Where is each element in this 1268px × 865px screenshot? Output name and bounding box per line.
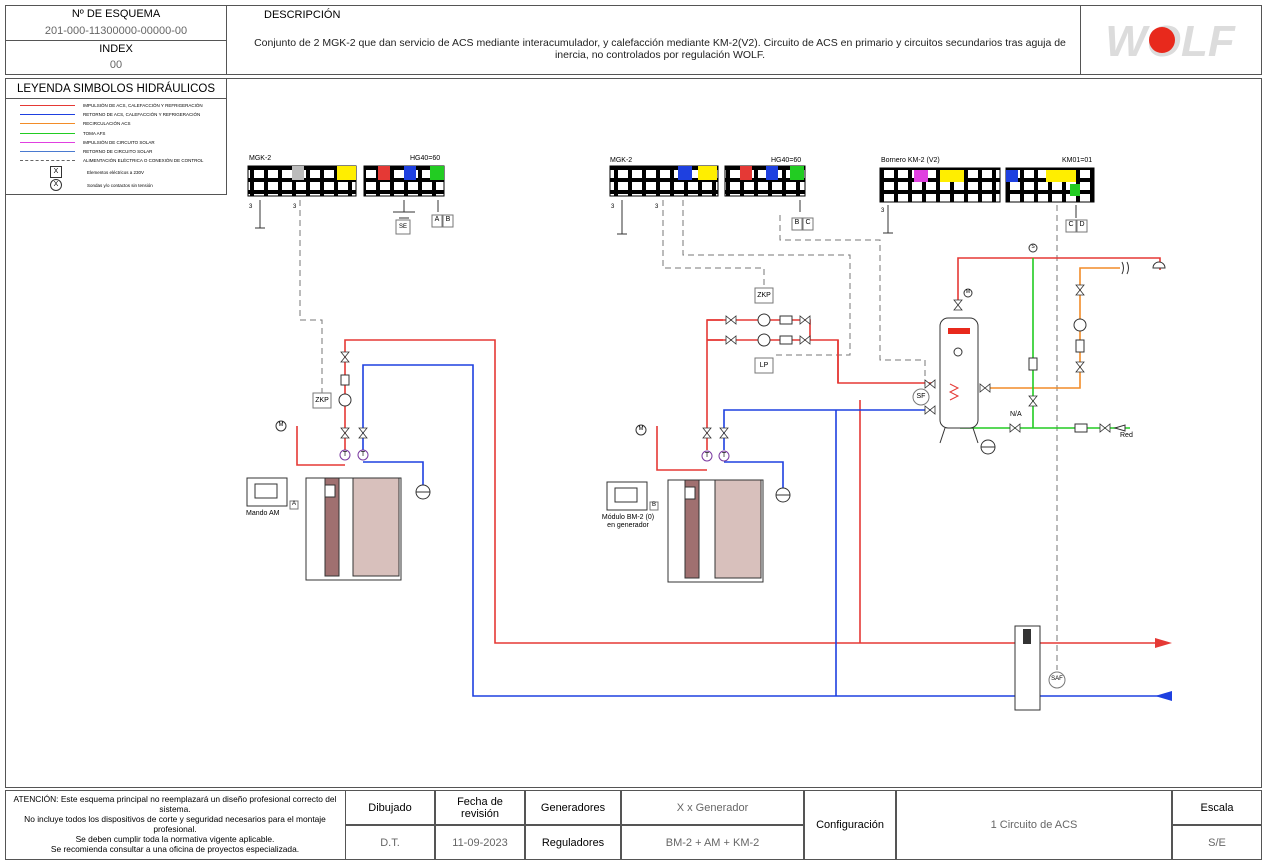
label-sf: SF — [916, 393, 926, 400]
legend-item: RECIRCULACIÓN ACS — [20, 119, 225, 128]
label-red: Red — [1120, 432, 1133, 439]
label-lp: LP — [759, 362, 769, 369]
label-m2: M — [638, 426, 644, 432]
fecha-label: Fecha de revisión — [435, 790, 525, 825]
escala-value: S/E — [1172, 825, 1262, 860]
terminals-km2 — [879, 167, 1001, 203]
hydraulic-separator — [1014, 625, 1041, 711]
label-c2-terminal: C — [1068, 221, 1074, 228]
terminals-km01 — [1005, 167, 1095, 203]
legend-symbol-electric: X Elementos eléctricos a 230V — [50, 166, 144, 178]
description-label: DESCRIPCIÓN — [264, 9, 341, 21]
label-zkp-right: ZKP — [757, 292, 771, 299]
label-mgk-left: MGK-2 — [249, 155, 272, 162]
legend-item: RETORNO DE CIRCUITO SOLAR — [20, 147, 225, 156]
terminals-right-mgk — [609, 165, 719, 197]
label-mgk-right: MGK-2 — [610, 157, 633, 164]
dibujado-value: D.T. — [345, 825, 435, 860]
legend-item: TOMA AFS — [20, 129, 225, 138]
boiler-left — [305, 477, 402, 581]
label-t2: T — [360, 451, 366, 458]
label-modulo-2: en generador — [607, 522, 649, 529]
index-value: 00 — [109, 59, 123, 71]
wolf-logo: WOLF — [1090, 18, 1250, 62]
reguladores-value: BM-2 + AM + KM-2 — [621, 825, 804, 860]
label-saf: SAF — [1051, 676, 1063, 682]
terminals-left-mgk — [247, 165, 357, 197]
label-a-terminal: A — [434, 216, 440, 223]
warning-line-4: Se recomienda consultar a una oficina de… — [50, 844, 300, 854]
escala-label: Escala — [1172, 790, 1262, 825]
scheme-label: Nº DE ESQUEMA — [71, 8, 161, 20]
label-modulo-1: Módulo BM-2 (0) — [601, 514, 655, 521]
index-label: INDEX — [99, 43, 133, 55]
generadores-value: X x Generador — [621, 790, 804, 825]
legend-item: RETORNO DE ACS, CALEFACCIÓN Y REFRIGERAC… — [20, 110, 225, 119]
legend-list: IMPULSIÓN DE ACS, CALEFACCIÓN Y REFRIGER… — [20, 101, 225, 165]
label-na: N/A — [1010, 411, 1022, 418]
configuracion-value: 1 Circuito de ACS — [896, 790, 1172, 860]
label-mando: Mando AM — [246, 510, 280, 517]
label-t3: T — [704, 452, 710, 459]
label-km2: Bornero KM-2 (V2) — [881, 157, 940, 164]
reguladores-label: Reguladores — [525, 825, 621, 860]
label-3c: 3 — [611, 204, 615, 210]
warning-title: ATENCIÓN: Este esquema principal no reem… — [13, 794, 337, 814]
legend-item: ALIMENTACIÓN ELÉCTRICA O CONEXIÓN DE CON… — [20, 156, 225, 165]
label-zkp-left: ZKP — [315, 397, 329, 404]
fecha-value: 11-09-2023 — [435, 825, 525, 860]
boiler-right — [667, 479, 764, 583]
label-b2-terminal: B — [794, 219, 800, 226]
label-m3: M — [965, 289, 971, 295]
terminals-left-hg — [363, 165, 445, 197]
scheme-number: 201-000-11300000-00000-00 — [44, 25, 188, 37]
label-hg-left: HG40=60 — [410, 155, 441, 162]
warning-line-3: Se deben cumplir toda la normativa vigen… — [75, 834, 275, 844]
label-3e: 3 — [881, 208, 885, 214]
legend-item: IMPULSIÓN DE CIRCUITO SOLAR — [20, 138, 225, 147]
label-3a: 3 — [249, 204, 253, 210]
label-c-terminal: C — [805, 219, 811, 226]
terminals-right-hg — [724, 165, 806, 197]
legend-item: IMPULSIÓN DE ACS, CALEFACCIÓN Y REFRIGER… — [20, 101, 225, 110]
configuracion-label: Configuración — [804, 790, 896, 860]
label-t1: T — [342, 451, 348, 458]
logo-cell — [1080, 5, 1262, 75]
generadores-label: Generadores — [525, 790, 621, 825]
label-se: SE — [398, 224, 407, 230]
label-b-modulo: B — [651, 502, 656, 508]
label-s: S — [1031, 244, 1035, 250]
warning-line-2: No incluye todos los dispositivos de cor… — [24, 814, 326, 834]
legend-symbol-sensor: X Sondas y/o contactos sin tensión — [50, 179, 153, 191]
label-m1: M — [278, 422, 284, 428]
label-km01: KM01=01 — [1062, 157, 1093, 164]
legend-title: LEYENDA SIMBOLOS HIDRÁULICOS — [16, 83, 216, 95]
label-3b: 3 — [293, 204, 297, 210]
dibujado-label: Dibujado — [345, 790, 435, 825]
label-a-mando: A — [291, 501, 296, 507]
label-hg-right: HG40=60 — [771, 157, 802, 164]
label-d-terminal: D — [1079, 221, 1085, 228]
footer-warning: ATENCIÓN: Este esquema principal no reem… — [5, 792, 345, 858]
label-b-terminal: B — [445, 216, 451, 223]
description-text: Conjunto de 2 MGK-2 que dan servicio de … — [254, 37, 1066, 61]
label-t4: T — [721, 452, 727, 459]
water-tank — [939, 317, 979, 444]
label-3d: 3 — [655, 204, 659, 210]
